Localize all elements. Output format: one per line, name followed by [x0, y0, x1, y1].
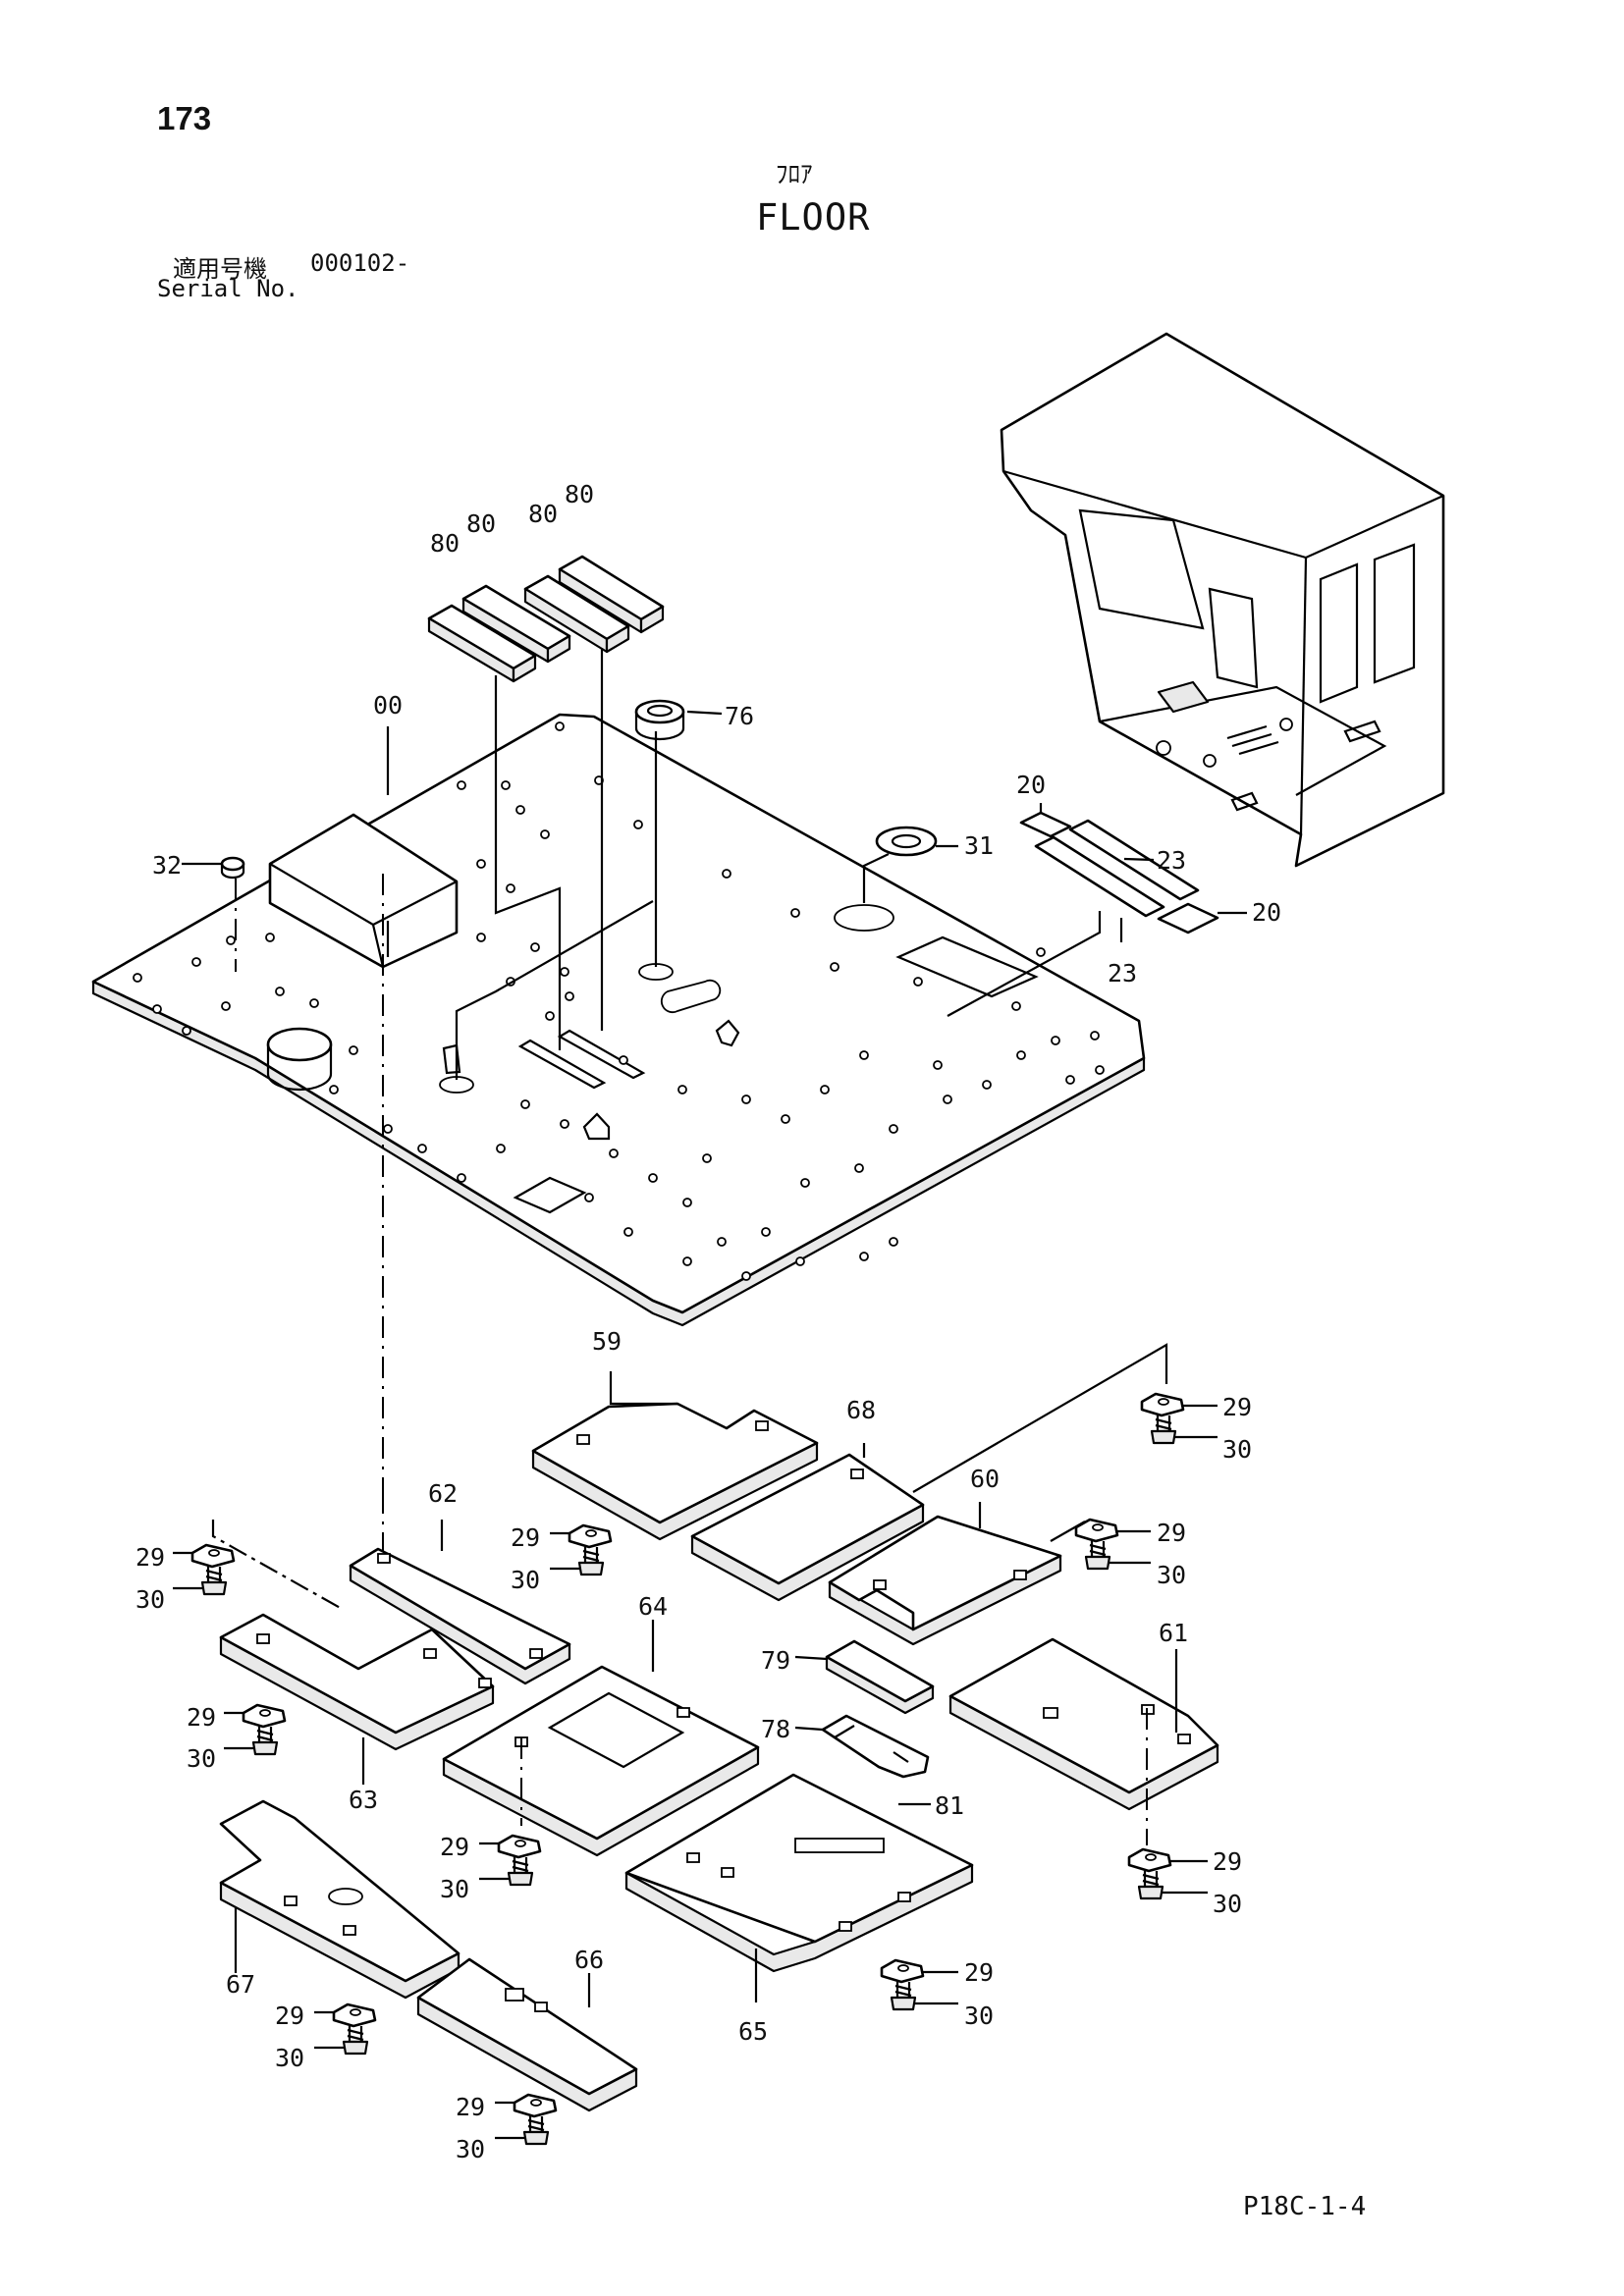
hardware-29-30: [173, 1392, 1218, 2146]
serial-label-english: Serial No.: [157, 275, 299, 302]
callout-31: 31: [964, 831, 994, 860]
page-number: 173: [157, 100, 212, 136]
callout-29: 29: [187, 1703, 216, 1732]
callout-30: 30: [1222, 1435, 1252, 1464]
callout-30: 30: [964, 2002, 994, 2030]
callout-60: 60: [970, 1465, 1000, 1493]
mat-66: [416, 1957, 638, 2112]
mat-62: [349, 1547, 571, 1685]
callout-20: 20: [1252, 898, 1281, 927]
callout-labels-hardware: 29 30 29 30 29 30 29 30 29 30 29 30 29 3…: [135, 1393, 1252, 2163]
callout-00: 00: [373, 691, 403, 720]
callout-29: 29: [135, 1543, 165, 1572]
mat-59: [531, 1402, 819, 1541]
leader-lines: [182, 648, 1247, 2007]
callout-61: 61: [1159, 1619, 1188, 1647]
callout-30: 30: [275, 2044, 304, 2072]
callout-67: 67: [226, 1970, 255, 1999]
part-76-grommet: [634, 699, 685, 741]
page-code: P18C-1-4: [1243, 2192, 1367, 2221]
callout-labels: 00 80 80 80 80 76 31 32 20 23 20 23 59 6…: [152, 480, 1281, 2046]
callout-32: 32: [152, 851, 182, 880]
callout-66: 66: [574, 1946, 604, 1974]
callout-30: 30: [440, 1875, 469, 1903]
mat-60: [828, 1515, 1062, 1646]
mat-63: [219, 1613, 495, 1751]
callout-29: 29: [1213, 1847, 1242, 1876]
callout-29: 29: [275, 2002, 304, 2030]
callout-80: 80: [466, 509, 496, 538]
callout-64: 64: [638, 1592, 668, 1621]
floor-plate: [91, 713, 1146, 1327]
callout-20: 20: [1016, 771, 1046, 799]
callout-68: 68: [846, 1396, 876, 1424]
callout-78: 78: [761, 1715, 790, 1743]
mat-68: [690, 1453, 925, 1602]
callout-29: 29: [456, 2093, 485, 2121]
callout-65: 65: [738, 2017, 768, 2046]
callout-30: 30: [187, 1744, 216, 1773]
callout-81: 81: [935, 1791, 964, 1820]
callout-23: 23: [1157, 846, 1186, 875]
title-english: FLOOR: [756, 196, 871, 239]
callout-29: 29: [440, 1833, 469, 1861]
cab-outline: [1000, 332, 1445, 868]
callout-80: 80: [565, 480, 594, 508]
mat-65: [624, 1773, 974, 1973]
part-79: [825, 1639, 935, 1715]
floor-plate-bolt-holes: [133, 721, 1105, 1281]
callout-80: 80: [528, 500, 558, 528]
title-japanese: ﾌﾛｱ: [776, 160, 813, 188]
part-20-23-seals: [1019, 811, 1219, 934]
serial-number-value: 000102-: [310, 249, 410, 277]
callout-29: 29: [1157, 1519, 1186, 1547]
callout-30: 30: [1157, 1561, 1186, 1589]
callout-29: 29: [964, 1958, 994, 1987]
callout-59: 59: [592, 1327, 622, 1356]
callout-29: 29: [511, 1523, 540, 1552]
callout-76: 76: [725, 702, 754, 730]
callout-30: 30: [1213, 1890, 1242, 1918]
serial-label-japanese: 適用号機: [173, 255, 267, 283]
part-80-strips: [427, 555, 665, 683]
callout-30: 30: [456, 2135, 485, 2163]
mat-67: [219, 1799, 460, 2000]
callout-80: 80: [430, 529, 460, 558]
part-32-plug: [220, 856, 245, 880]
callout-30: 30: [135, 1585, 165, 1614]
callout-29: 29: [1222, 1393, 1252, 1421]
callout-23: 23: [1108, 959, 1137, 988]
callout-63: 63: [349, 1786, 378, 1814]
callout-62: 62: [428, 1479, 458, 1508]
mat-61: [948, 1637, 1219, 1811]
part-31-ring: [875, 826, 938, 857]
part-78-bracket: [821, 1714, 930, 1779]
callout-30: 30: [511, 1566, 540, 1594]
callout-79: 79: [761, 1646, 790, 1675]
